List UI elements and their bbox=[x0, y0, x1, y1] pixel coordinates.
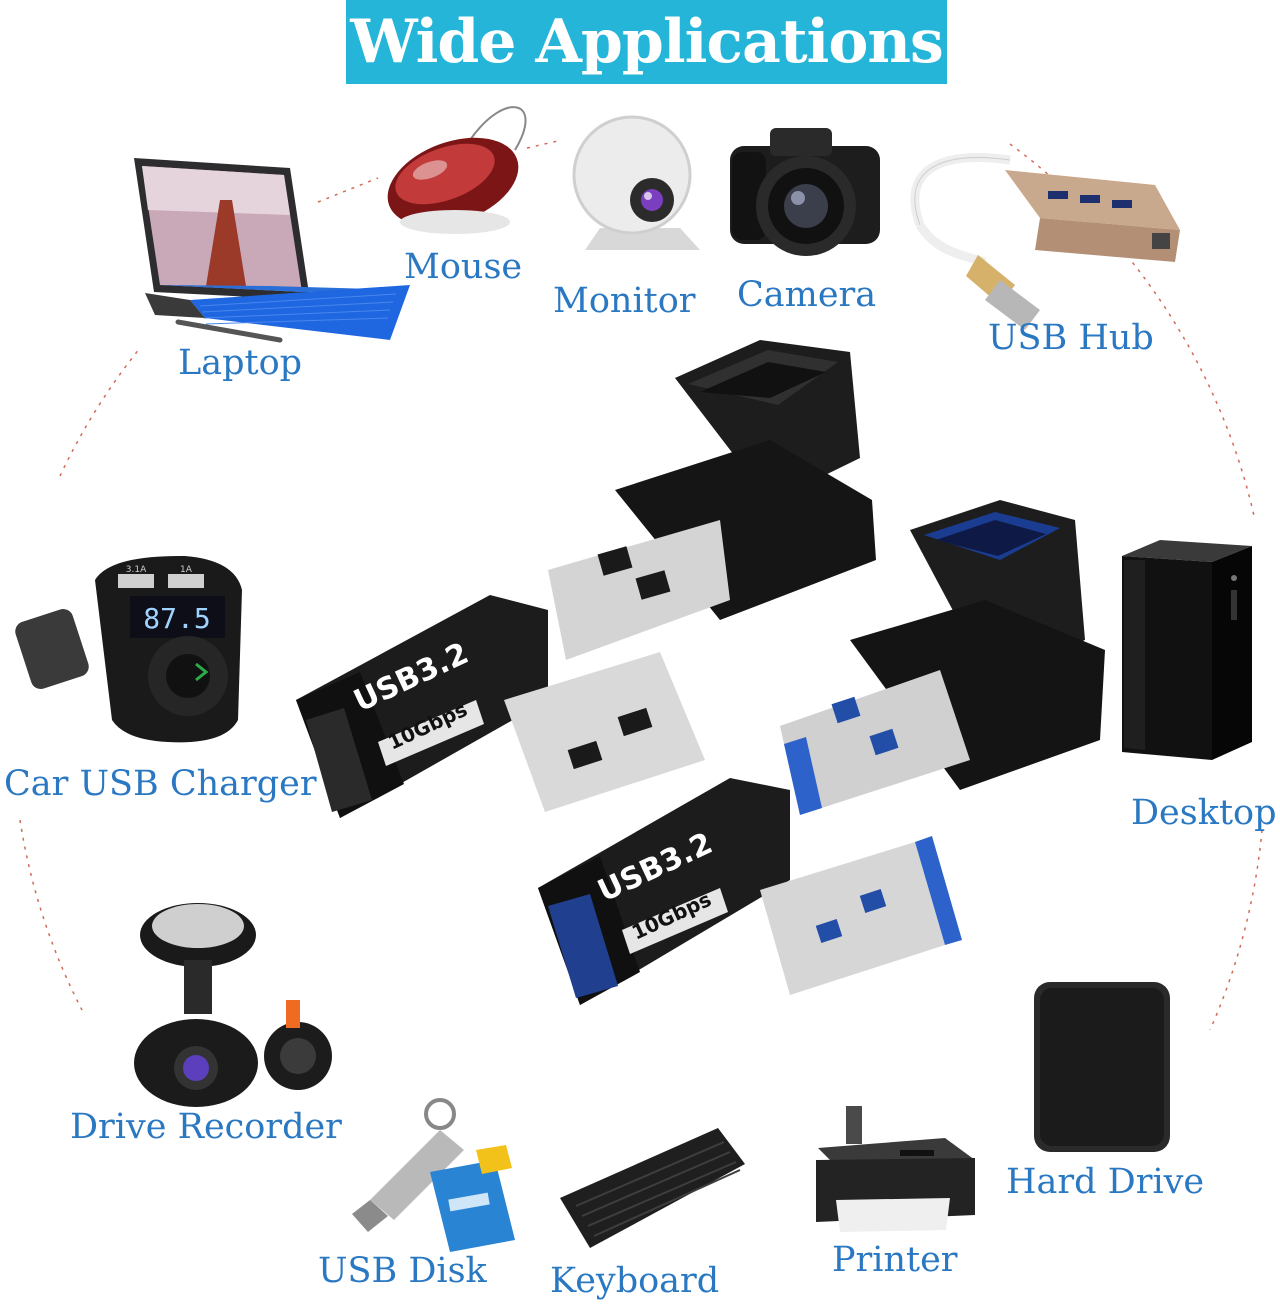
device-label-camera: Camera bbox=[737, 275, 877, 315]
dashed-circle-arc bbox=[19, 139, 1263, 1031]
dash-cam-icon bbox=[134, 903, 332, 1107]
mouse-icon bbox=[387, 106, 527, 234]
device-label-drive-recorder: Drive Recorder bbox=[70, 1107, 342, 1147]
device-label-usb-disk: USB Disk bbox=[318, 1251, 487, 1291]
desktop-tower-icon bbox=[1122, 540, 1252, 760]
car-charger-icon bbox=[15, 555, 242, 743]
title-banner: Wide Applications bbox=[346, 0, 947, 84]
keyboard-icon bbox=[560, 1128, 745, 1248]
usb-flash-drive-icon bbox=[352, 1098, 515, 1252]
charger-display: 87.5 bbox=[143, 602, 210, 635]
usb-adapter-left-angle-2 bbox=[538, 778, 962, 1005]
webcam-icon bbox=[572, 115, 700, 250]
device-label-keyboard: Keyboard bbox=[550, 1261, 720, 1301]
device-label-hard-drive: Hard Drive bbox=[1006, 1162, 1205, 1202]
device-label-printer: Printer bbox=[832, 1240, 958, 1280]
camera-icon bbox=[730, 128, 880, 256]
usb-adapter-left-angle-1 bbox=[296, 595, 705, 818]
charger-port-1: 3.1A bbox=[126, 565, 147, 575]
page-title: Wide Applications bbox=[350, 7, 944, 77]
device-label-monitor: Monitor bbox=[553, 281, 696, 321]
usb-adapter-up-angle-blue bbox=[780, 500, 1105, 815]
device-label-desktop: Desktop bbox=[1131, 793, 1277, 833]
device-label-usb-hub: USB Hub bbox=[988, 318, 1154, 358]
device-label-mouse: Mouse bbox=[404, 247, 523, 287]
usb-adapter-up-angle-black bbox=[548, 340, 876, 660]
laptop-icon bbox=[134, 158, 410, 343]
usb-hub-icon bbox=[910, 153, 1180, 330]
device-label-car-usb-charger: Car USB Charger bbox=[4, 764, 317, 804]
charger-port-2: 1A bbox=[180, 565, 193, 575]
device-label-laptop: Laptop bbox=[178, 343, 303, 383]
hard-drive-icon bbox=[1034, 982, 1170, 1152]
printer-icon bbox=[816, 1106, 975, 1232]
